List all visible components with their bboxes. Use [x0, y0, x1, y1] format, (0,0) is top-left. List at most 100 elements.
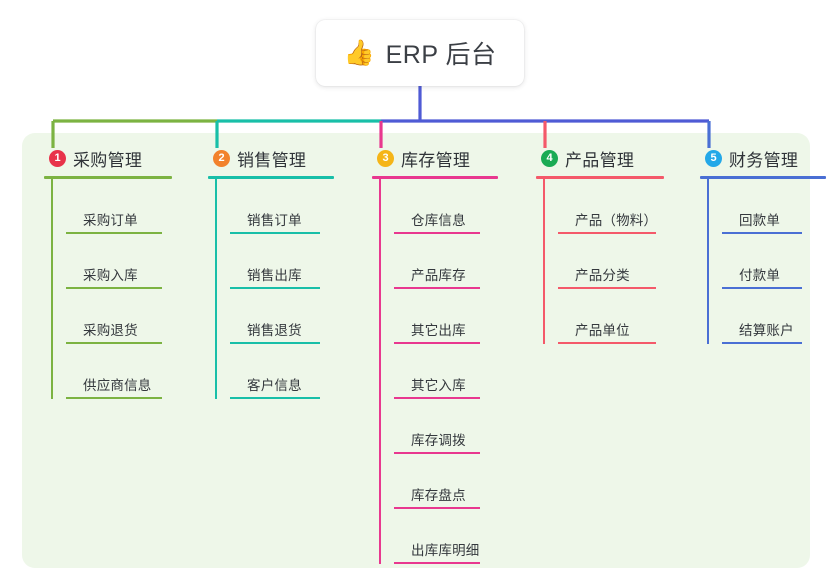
leaf-item[interactable]: 回款单: [722, 179, 826, 234]
leaf-item[interactable]: 供应商信息: [66, 344, 172, 399]
branch-header-rule: [536, 176, 664, 179]
leaf-item-label: 库存调拨: [411, 433, 466, 448]
branch-title-label: 销售管理: [237, 150, 307, 170]
leaf-item[interactable]: 库存盘点: [394, 454, 498, 509]
leaf-item-label: 供应商信息: [83, 378, 152, 393]
leaf-item-label: 出库库明细: [411, 543, 480, 558]
leaf-underline: [394, 397, 480, 399]
leaf-item[interactable]: 仓库信息: [394, 179, 498, 234]
leaf-item[interactable]: 销售退货: [230, 289, 334, 344]
leaf-underline: [66, 397, 162, 399]
branch-number-badge: 1: [49, 149, 66, 167]
leaf-underline: [558, 287, 656, 289]
leaf-item-label: 付款单: [739, 268, 781, 283]
leaf-item-label: 客户信息: [247, 378, 302, 393]
leaf-item[interactable]: 销售出库: [230, 234, 334, 289]
leaf-item-label: 回款单: [739, 213, 781, 228]
leaf-item-label: 产品单位: [575, 323, 630, 338]
leaf-item[interactable]: 采购入库: [66, 234, 172, 289]
branch-spine: [215, 179, 217, 399]
thumbs-up-icon: 👍: [343, 38, 375, 67]
leaf-underline: [230, 232, 320, 234]
branch-number-badge: 3: [377, 149, 394, 167]
branch-column-5: 5 财务管理回款单付款单结算账户: [692, 145, 826, 344]
leaf-item-label: 产品库存: [411, 268, 466, 283]
leaf-underline: [394, 507, 480, 509]
branch-leaf-list: 产品（物料） 产品分类产品单位: [528, 179, 664, 344]
leaf-underline: [722, 287, 802, 289]
leaf-item[interactable]: 其它入库: [394, 344, 498, 399]
branch-number-badge: 2: [213, 149, 230, 167]
leaf-item-label: 采购入库: [83, 268, 138, 283]
leaf-underline: [558, 232, 656, 234]
leaf-item[interactable]: 产品（物料）: [558, 179, 664, 234]
branch-column-1: 1 采购管理采购订单采购入库采购退货供应商信息: [36, 145, 172, 399]
branch-spine: [707, 179, 709, 344]
leaf-underline: [66, 232, 162, 234]
leaf-item[interactable]: 其它出库: [394, 289, 498, 344]
leaf-underline: [394, 562, 480, 564]
leaf-underline: [394, 232, 480, 234]
leaf-item[interactable]: 采购订单: [66, 179, 172, 234]
leaf-item-label: 仓库信息: [411, 213, 466, 228]
branches-backdrop-panel: [22, 133, 810, 568]
leaf-underline: [394, 342, 480, 344]
leaf-item-label: 采购退货: [83, 323, 138, 338]
branch-leaf-list: 仓库信息产品库存其它出库其它入库库存调拨库存盘点出库库明细: [364, 179, 498, 564]
branch-number-badge: 4: [541, 149, 558, 167]
leaf-underline: [394, 287, 480, 289]
leaf-item[interactable]: 结算账户: [722, 289, 826, 344]
root-node-label: ERP 后台: [385, 41, 497, 69]
branch-title-label: 采购管理: [73, 150, 143, 170]
leaf-item[interactable]: 付款单: [722, 234, 826, 289]
leaf-item[interactable]: 库存调拨: [394, 399, 498, 454]
leaf-item-label: 销售退货: [247, 323, 302, 338]
branch-header-rule: [372, 176, 498, 179]
leaf-item[interactable]: 出库库明细: [394, 509, 498, 564]
leaf-item-label: 产品（物料）: [575, 213, 658, 228]
branch-header-财务管理[interactable]: 5 财务管理: [692, 145, 826, 171]
branch-header-销售管理[interactable]: 2 销售管理: [200, 145, 334, 171]
leaf-underline: [558, 342, 656, 344]
leaf-item-label: 产品分类: [575, 268, 630, 283]
branch-header-采购管理[interactable]: 1 采购管理: [36, 145, 172, 171]
branch-number-badge: 5: [705, 149, 722, 167]
leaf-underline: [66, 342, 162, 344]
leaf-item-label: 销售出库: [247, 268, 302, 283]
leaf-item[interactable]: 产品库存: [394, 234, 498, 289]
leaf-item-label: 结算账户: [739, 323, 794, 338]
leaf-item[interactable]: 产品单位: [558, 289, 664, 344]
branch-spine: [51, 179, 53, 399]
branch-header-rule: [44, 176, 172, 179]
branch-header-库存管理[interactable]: 3 库存管理: [364, 145, 498, 171]
branch-header-rule: [208, 176, 334, 179]
leaf-item-label: 其它出库: [411, 323, 466, 338]
leaf-underline: [394, 452, 480, 454]
leaf-underline: [722, 232, 802, 234]
leaf-item-label: 销售订单: [247, 213, 302, 228]
leaf-item[interactable]: 产品分类: [558, 234, 664, 289]
branch-leaf-list: 销售订单销售出库销售退货客户信息: [200, 179, 334, 399]
branch-column-3: 3 库存管理仓库信息产品库存其它出库其它入库库存调拨库存盘点出库库明细: [364, 145, 498, 564]
leaf-underline: [230, 397, 320, 399]
leaf-underline: [722, 342, 802, 344]
leaf-item-label: 采购订单: [83, 213, 138, 228]
leaf-item-label: 库存盘点: [411, 488, 466, 503]
branch-leaf-list: 回款单付款单结算账户: [692, 179, 826, 344]
branch-title-label: 库存管理: [401, 150, 471, 170]
root-node[interactable]: 👍 ERP 后台: [316, 20, 524, 86]
leaf-item[interactable]: 采购退货: [66, 289, 172, 344]
leaf-underline: [66, 287, 162, 289]
branch-spine: [379, 179, 381, 564]
branch-leaf-list: 采购订单采购入库采购退货供应商信息: [36, 179, 172, 399]
leaf-underline: [230, 342, 320, 344]
leaf-item-label: 其它入库: [411, 378, 466, 393]
branch-title-label: 财务管理: [729, 150, 799, 170]
branch-header-rule: [700, 176, 826, 179]
leaf-item[interactable]: 销售订单: [230, 179, 334, 234]
branch-spine: [543, 179, 545, 344]
leaf-underline: [230, 287, 320, 289]
leaf-item[interactable]: 客户信息: [230, 344, 334, 399]
